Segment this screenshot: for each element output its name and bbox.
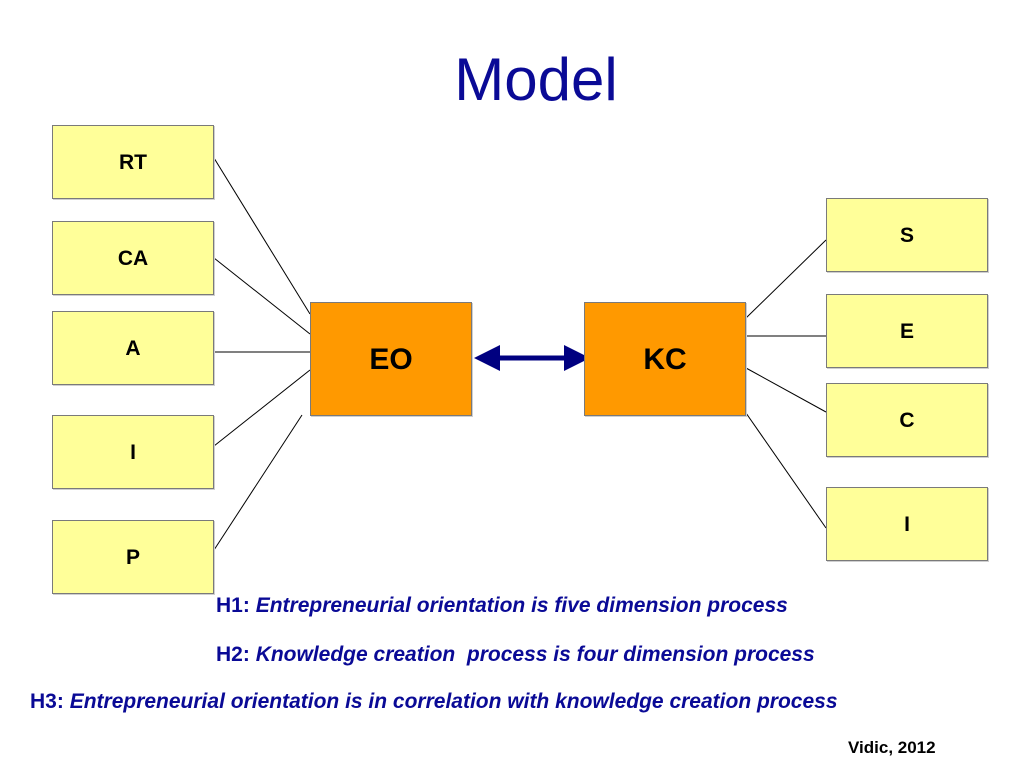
hypothesis-h3: H3: Entrepreneurial orientation is in co… (30, 689, 838, 715)
dimension-label: I (904, 513, 910, 536)
hypothesis-prefix: H3: (30, 690, 70, 713)
eo-label: EO (369, 343, 413, 376)
dimension-box-c: C (826, 383, 988, 457)
bidirectional-arrow (474, 345, 590, 371)
hypothesis-prefix: H2: (216, 643, 256, 666)
dimension-box-i-right: I (826, 487, 988, 561)
dimension-box-rt: RT (52, 125, 214, 199)
eo-box: EO (310, 302, 472, 416)
connector-kc-s (745, 239, 827, 319)
connector-rt-eo (213, 157, 311, 315)
dimension-label: RT (119, 151, 147, 174)
connector-i-eo (213, 369, 311, 447)
citation: Vidic, 2012 (848, 738, 936, 757)
dimension-label: E (899, 320, 914, 343)
dimension-label: C (899, 409, 915, 432)
dimension-label: S (899, 224, 914, 247)
hypothesis-statement: Entrepreneurial orientation is in correl… (69, 690, 838, 713)
dimension-box-a: A (52, 311, 214, 385)
hypothesis-prefix: H1: (216, 594, 256, 617)
dimension-box-i-left: I (52, 415, 214, 489)
dimension-box-e: E (826, 294, 988, 368)
connector-kc-i (745, 412, 827, 529)
connector-kc-c (745, 367, 827, 413)
dimension-label: I (130, 441, 136, 464)
dimension-box-ca: CA (52, 221, 214, 295)
hypothesis-h2: H2: Knowledge creation process is four d… (216, 642, 815, 668)
hypothesis-statement: Entrepreneurial orientation is five dime… (255, 594, 788, 617)
slide-title: Model (454, 46, 618, 113)
dimension-label: CA (117, 247, 149, 270)
connector-p-eo (213, 414, 303, 551)
dimension-box-s: S (826, 198, 988, 272)
hypothesis-statement: Knowledge creation process is four dimen… (255, 643, 815, 666)
connector-ca-eo (213, 257, 311, 335)
kc-box: KC (584, 302, 746, 416)
dimension-label: A (125, 337, 141, 360)
dimension-label: P (125, 546, 140, 569)
dimension-box-p: P (52, 520, 214, 594)
kc-label: KC (643, 343, 687, 376)
hypothesis-h1: H1: Entrepreneurial orientation is five … (216, 593, 788, 619)
